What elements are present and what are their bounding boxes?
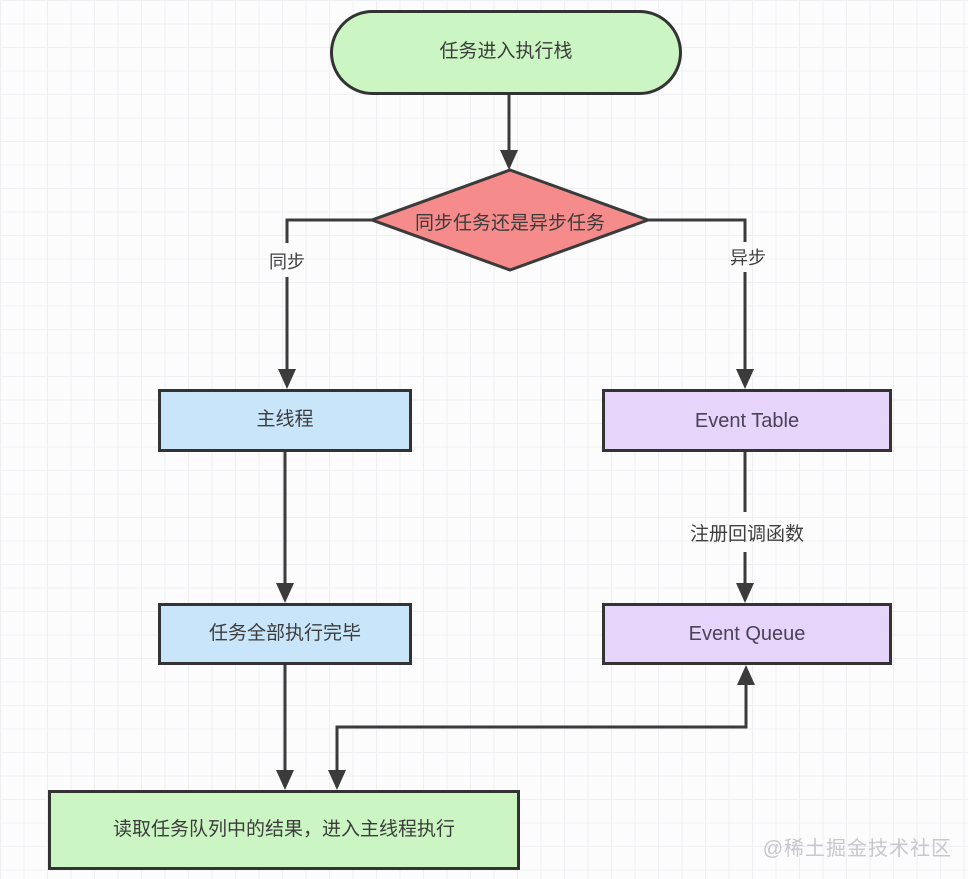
- edge-main-thread-tasks-done: [276, 452, 294, 603]
- edge-tasks-done-read-queue: [276, 665, 294, 790]
- arrowhead-down: [500, 150, 518, 170]
- node-tasks-done: 任务全部执行完毕: [158, 603, 412, 665]
- edge-line: [335, 685, 748, 770]
- arrowhead-down: [276, 583, 294, 603]
- arrowhead-up: [737, 665, 755, 685]
- arrowhead-down: [278, 369, 296, 389]
- watermark-juejin: @稀土掘金技术社区: [762, 838, 952, 860]
- edge-label-register-callback: 注册回调函数: [689, 524, 804, 545]
- edge-start-decision: [500, 95, 518, 170]
- node-event-queue: Event Queue: [602, 603, 892, 665]
- node-read-queue: 读取任务队列中的结果，进入主线程执行: [48, 790, 520, 870]
- node-start: 任务进入执行栈: [330, 10, 682, 95]
- edge-label-sync: 同步: [269, 252, 305, 272]
- node-event-table: Event Table: [602, 389, 892, 452]
- arrowhead-down: [328, 770, 346, 790]
- edge-label-async: 异步: [730, 248, 766, 268]
- edge-line: [648, 218, 747, 242]
- node-main-thread: 主线程: [158, 389, 412, 452]
- arrowhead-down: [276, 770, 294, 790]
- edge-line: [285, 218, 372, 243]
- arrowhead-down: [736, 583, 754, 603]
- arrowhead-down: [736, 369, 754, 389]
- edge-read-queue-event-queue: [328, 665, 755, 790]
- edge-decision-main-thread: [278, 218, 372, 389]
- node-decision-label: 同步任务还是异步任务: [414, 213, 605, 234]
